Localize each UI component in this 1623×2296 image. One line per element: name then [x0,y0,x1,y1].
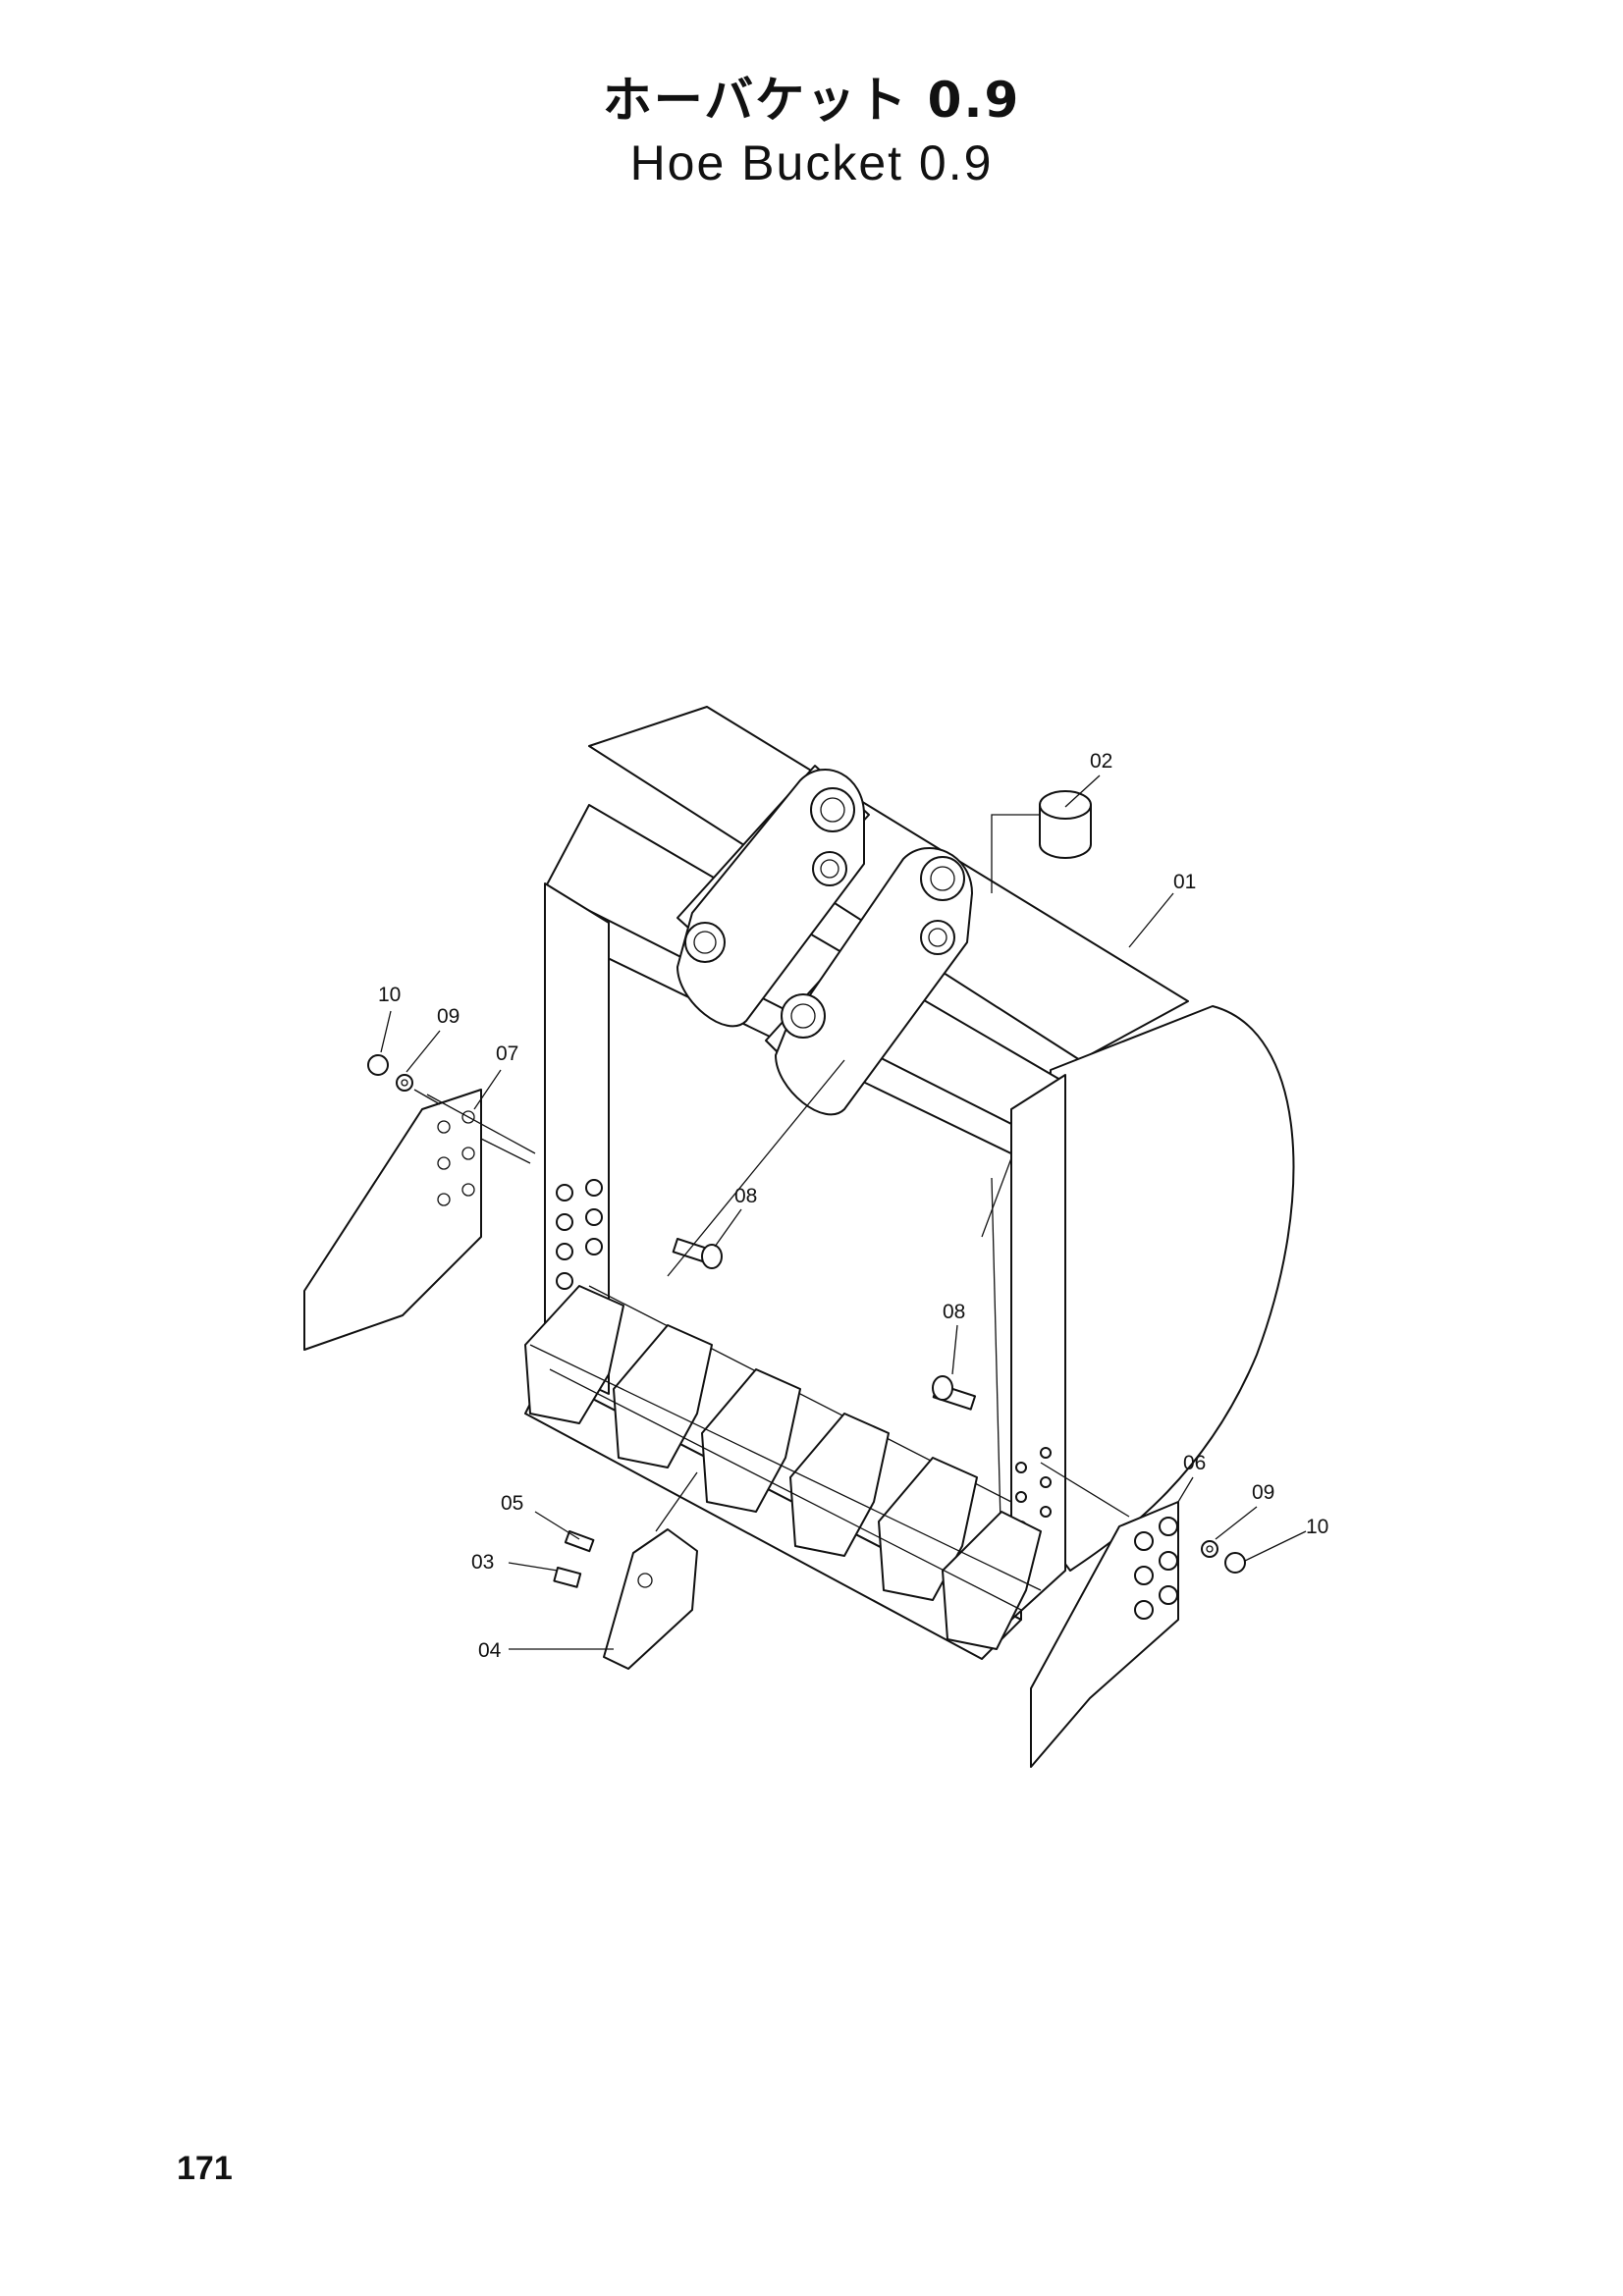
callout-07: 07 [496,1042,518,1065]
title-japanese: ホーバケット 0.9 [602,72,1021,129]
callout-04: 04 [478,1639,502,1662]
callout-08-upper: 08 [734,1185,757,1207]
bushing [1039,790,1092,859]
callout-10-left: 10 [378,984,401,1006]
left-bolt-holes [556,1179,603,1290]
loose-tooth [603,1528,698,1670]
title-english: Hoe Bucket 0.9 [629,135,994,190]
bracket-right [775,847,973,1116]
title-block: ホーバケット 0.9 Hoe Bucket 0.9 [0,69,1623,194]
pin-and-lock [553,1529,595,1588]
callout-02: 02 [1090,750,1112,773]
right-side-plate [1010,1074,1066,1621]
left-side-plate [544,882,610,1395]
page-number: 171 [177,2150,233,2187]
bracket-left [676,769,865,1028]
bolt-upper [672,1238,723,1269]
side-cutter-left-holes [437,1110,475,1206]
mounting-brackets [676,765,973,1116]
callout-03: 03 [471,1551,494,1574]
side-cutter-left [303,1089,482,1351]
callout-09-right: 09 [1252,1481,1274,1504]
callout-labels: 02 01 10 09 07 08 08 06 09 10 05 03 04 [378,750,1328,1662]
callout-09-left: 09 [437,1005,460,1028]
bolt-lower [932,1375,977,1411]
callout-10-right: 10 [1306,1516,1328,1538]
callout-05: 05 [501,1492,523,1515]
callout-06: 06 [1183,1452,1206,1474]
side-cutter-right-holes [1134,1517,1178,1620]
washer-nut-right [1201,1540,1246,1574]
washer-nut-left [367,1054,413,1092]
leader-lines [380,774,1307,1650]
bucket-teeth [524,1285,1042,1650]
callout-08-lower: 08 [943,1301,965,1323]
callout-01: 01 [1173,871,1196,893]
